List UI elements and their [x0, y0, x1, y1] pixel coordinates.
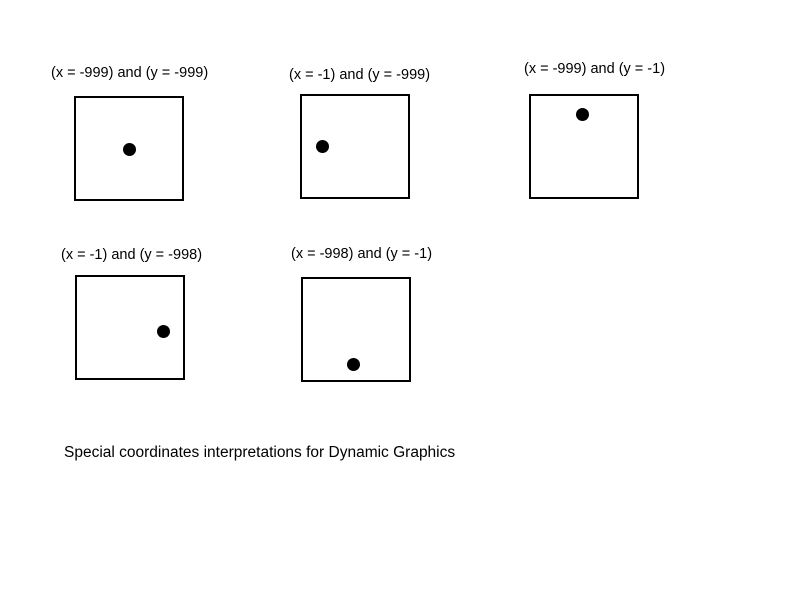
panel-label-right-middle: (x = -1) and (y = -998): [61, 247, 203, 263]
panel-box-center: [74, 96, 184, 201]
panel-label-center: (x = -999) and (y = -999): [51, 65, 209, 81]
point-center: [123, 143, 136, 156]
panel-box-right-middle: [75, 275, 185, 380]
diagram-caption: Special coordinates interpretations for …: [64, 444, 456, 461]
panel-box-top-center: [529, 94, 639, 199]
panel-label-bottom-center: (x = -998) and (y = -1): [291, 246, 433, 262]
panel-box-left-middle: [300, 94, 410, 199]
point-right-middle: [157, 325, 170, 338]
panel-label-left-middle: (x = -1) and (y = -999): [289, 67, 431, 83]
point-bottom-center: [347, 358, 360, 371]
point-top-center: [576, 108, 589, 121]
panel-label-top-center: (x = -999) and (y = -1): [524, 61, 666, 77]
point-left-middle: [316, 140, 329, 153]
panel-box-bottom-center: [301, 277, 411, 382]
